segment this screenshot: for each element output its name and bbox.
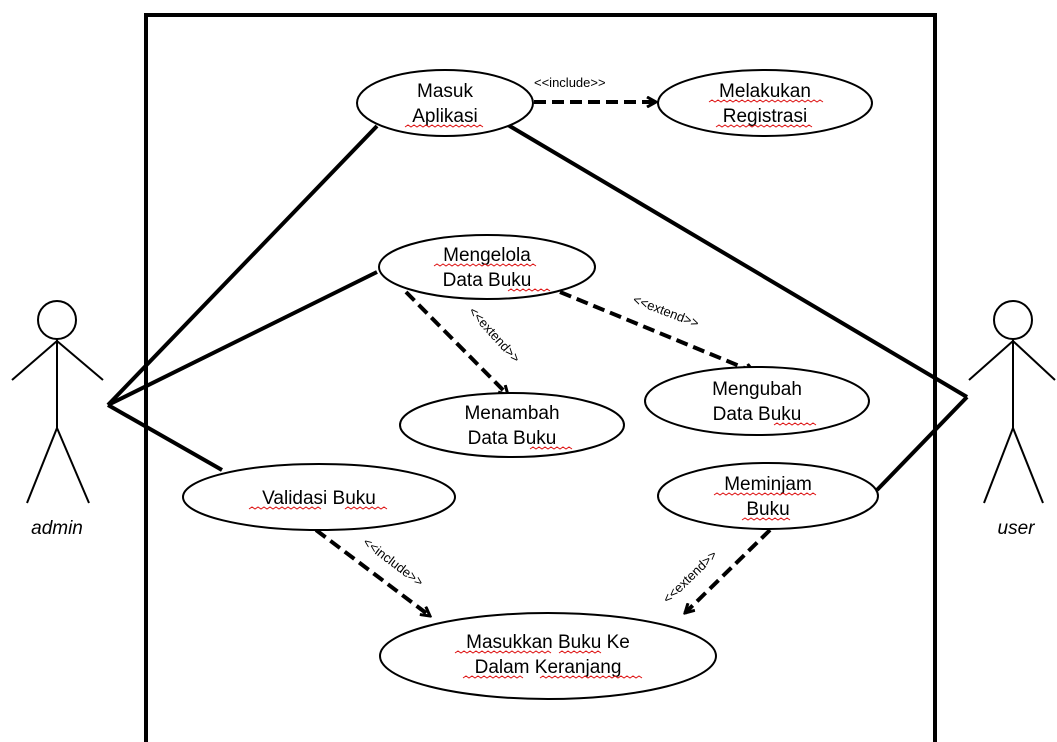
include-arrow-keranjang: [314, 528, 430, 616]
assoc-admin-mengelola: [107, 270, 378, 407]
keranjang-line-2: Dalam Keranjang: [475, 657, 622, 678]
meminjam-line-1: Meminjam: [724, 474, 812, 495]
admin-label: admin: [31, 518, 83, 539]
masuk-aplikasi-line-2: Aplikasi: [412, 106, 477, 127]
assoc-user-masuk-aplikasi: [506, 123, 969, 399]
user-arms-right: [1012, 340, 1056, 381]
extend-arrow-menambah: [404, 290, 508, 395]
meminjam-line-2: Buku: [746, 499, 789, 520]
use-case-masuk-aplikasi: Masuk Aplikasi: [356, 69, 534, 137]
admin-arms-right: [56, 340, 104, 381]
admin-head: [37, 300, 77, 340]
admin-leg-left: [26, 427, 58, 504]
validasi-buku-label: Validasi Buku: [262, 488, 376, 509]
use-case-mengubah-data-buku: Mengubah Data Buku: [644, 366, 870, 436]
use-case-menambah-data-buku: Menambah Data Buku: [399, 392, 625, 458]
extend-label-menambah: <<extend>>: [466, 304, 524, 366]
keranjang-line-1: Masukkan Buku Ke: [466, 632, 630, 653]
melakukan-registrasi-line-2: Registrasi: [723, 106, 807, 127]
user-label: user: [998, 518, 1036, 539]
admin-leg-right: [56, 427, 90, 504]
mengubah-line-2: Data Buku: [713, 404, 802, 425]
assoc-admin-validasi: [107, 403, 223, 472]
use-case-validasi-buku: Validasi Buku: [182, 463, 456, 531]
include-label-keranjang: <<include>>: [360, 534, 426, 589]
user-leg-right: [1012, 427, 1044, 504]
masuk-aplikasi-line-1: Masuk: [417, 81, 473, 102]
mengelola-line-1: Mengelola: [443, 245, 531, 266]
extend-label-meminjam: <<extend>>: [660, 547, 720, 606]
menambah-line-1: Menambah: [464, 403, 559, 424]
include-label-registrasi: <<include>>: [534, 75, 606, 90]
menambah-line-2: Data Buku: [468, 428, 557, 449]
mengubah-line-1: Mengubah: [712, 379, 802, 400]
actor-user: [968, 300, 1056, 504]
mengelola-line-2: Data Buku: [443, 270, 532, 291]
extend-label-mengubah: <<extend>>: [631, 292, 701, 331]
melakukan-registrasi-line-1: Melakukan: [719, 81, 811, 102]
assoc-user-meminjam: [875, 395, 969, 492]
admin-arms-left: [11, 340, 58, 381]
assoc-admin-masuk-aplikasi: [106, 124, 379, 407]
use-case-mengelola-data-buku: Mengelola Data Buku: [378, 234, 596, 300]
use-case-masukkan-buku-keranjang: Masukkan Buku Ke Dalam Keranjang: [379, 612, 717, 700]
extend-arrow-meminjam: [685, 528, 772, 613]
use-case-melakukan-registrasi: Melakukan Registrasi: [657, 69, 873, 137]
user-arms-left: [968, 340, 1014, 381]
user-leg-left: [983, 427, 1014, 504]
user-head: [993, 300, 1033, 340]
associations: [106, 123, 969, 492]
actor-admin: [11, 300, 104, 504]
dependencies: [314, 102, 772, 616]
use-case-meminjam-buku: Meminjam Buku: [657, 462, 879, 530]
